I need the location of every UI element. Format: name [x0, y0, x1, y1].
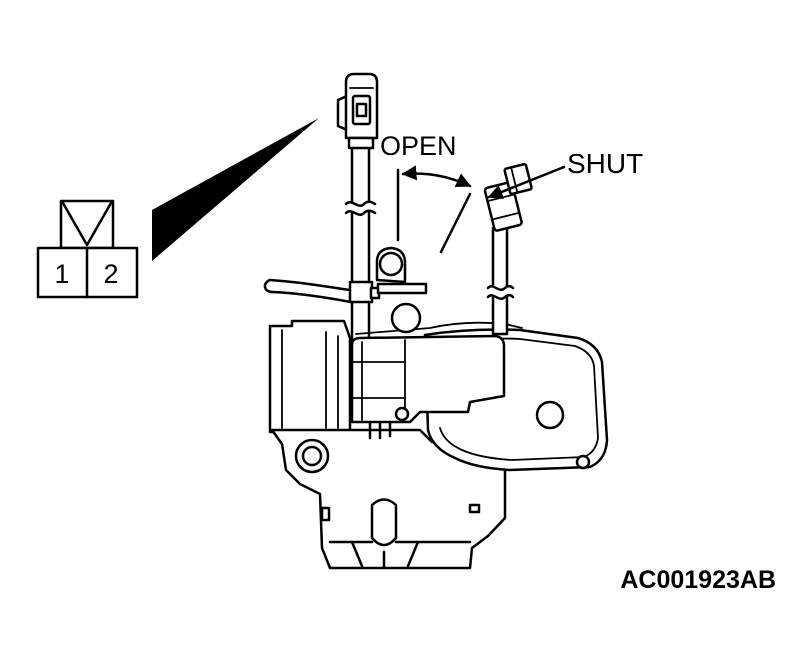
switch-wire-sheath	[491, 226, 509, 336]
travel-arc-arrow	[401, 165, 472, 188]
connector-symbol: 1 2	[36, 199, 139, 299]
wire-break-mark	[486, 293, 515, 300]
latch-teeth	[350, 540, 420, 570]
housing-screw	[394, 406, 410, 422]
base-slot	[320, 506, 331, 522]
pin-2-label: 2	[103, 259, 118, 289]
callout-wedge	[152, 118, 319, 261]
figure-code: AC001923AB	[620, 566, 776, 594]
door-handle-cable	[263, 278, 358, 305]
lever-pivot	[390, 302, 422, 334]
plug-collar	[347, 136, 375, 150]
wire-break-mark	[344, 209, 377, 216]
connector-key-triangle	[61, 201, 113, 247]
housing-terminals	[368, 420, 392, 440]
switch-connector	[483, 162, 533, 232]
cover-pivot	[535, 400, 565, 430]
mounting-bracket	[268, 319, 352, 434]
cable-end-loop	[263, 278, 274, 294]
cable-upper-edge	[268, 278, 358, 293]
open-label: OPEN	[380, 131, 457, 161]
pin-1-label: 1	[54, 259, 69, 289]
latch-fork-slot	[370, 498, 398, 547]
switch-connector-detail	[491, 211, 521, 221]
lever-bar	[376, 282, 428, 295]
wire-break-mark	[486, 284, 515, 291]
plug-connector	[336, 72, 379, 150]
wire-clip	[348, 280, 374, 304]
cable-lower-edge	[270, 290, 358, 305]
lock-lever	[375, 246, 428, 334]
switch-wire	[486, 226, 515, 336]
shut-label: SHUT	[567, 148, 643, 179]
plug-lock-nub	[355, 102, 368, 118]
lever-knob	[378, 251, 404, 277]
cover-inner-rim	[439, 337, 599, 461]
switch-connector-detail	[510, 166, 519, 194]
wire-break-mark	[344, 200, 377, 207]
base-slot	[468, 503, 481, 514]
shut-position-line	[439, 192, 472, 254]
wire-sheath	[350, 144, 371, 345]
shut-leader-line	[487, 165, 566, 199]
actuator-wire	[344, 144, 381, 345]
mounting-bolt-hole	[301, 445, 323, 467]
cover-screw	[575, 454, 591, 470]
connector-key-housing	[59, 199, 115, 250]
motor-housing-outline	[350, 334, 506, 424]
